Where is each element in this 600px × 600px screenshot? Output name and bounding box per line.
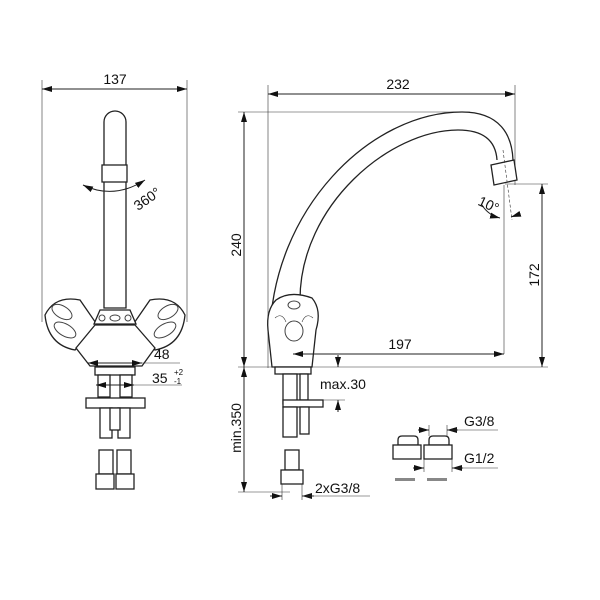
washer <box>427 478 447 481</box>
reach-dimension-label: 232 <box>386 76 410 92</box>
spout-ring <box>101 164 128 183</box>
left-shank <box>97 374 111 398</box>
hose-nut <box>280 469 304 485</box>
adapter-right <box>423 444 453 460</box>
outlet-thread-label: G1/2 <box>464 450 495 466</box>
hose-connector <box>116 449 132 475</box>
logo-boss <box>109 314 121 322</box>
outlet-angle-label: 10° <box>476 193 502 216</box>
hose-nut <box>95 473 115 490</box>
rod-nut <box>299 406 310 435</box>
aerator <box>490 159 518 186</box>
body-dimension-label: 48 <box>154 346 170 362</box>
rotation-label: 360° <box>131 184 164 214</box>
adapter-top <box>428 435 450 446</box>
handle-grip <box>51 303 73 321</box>
tolerance-minus: -1 <box>174 377 182 386</box>
spout-stem <box>103 110 127 309</box>
handle-outline <box>274 315 314 323</box>
valve-body <box>75 324 156 367</box>
front-view: 137 360° 48 35 +2 -1 <box>41 71 188 490</box>
hole-dimension-label: 35 <box>152 370 168 386</box>
side-view: 232 240 172 10° 197 <box>228 76 548 500</box>
min-length-label: min.350 <box>228 403 244 453</box>
outlet-reach-dimension-label: 197 <box>388 336 412 352</box>
width-dimension-label: 137 <box>103 71 127 87</box>
washer <box>395 478 415 481</box>
adapter-top <box>397 435 419 446</box>
hose-connector <box>284 449 300 471</box>
height-dimension-label: 240 <box>228 233 244 257</box>
tolerance-plus: +2 <box>174 368 184 377</box>
right-shank <box>119 374 133 398</box>
spout-inner <box>299 129 498 301</box>
rotation-arrow <box>82 179 146 193</box>
fixing-rod <box>109 407 121 431</box>
shank-collar <box>274 366 312 375</box>
tail <box>282 406 298 438</box>
angle-arrow <box>481 204 501 219</box>
handle-grip <box>153 321 177 339</box>
connection-label: 2xG3/8 <box>315 480 360 496</box>
mounting-plate <box>85 397 146 409</box>
hose-nut <box>115 473 135 490</box>
handle-grip <box>157 303 179 321</box>
inlet-thread-label: G3/8 <box>464 413 495 429</box>
shank-collar <box>94 366 136 376</box>
screw <box>124 314 132 322</box>
handle-grip <box>53 321 77 339</box>
adapters-detail: G3/8 G1/2 <box>392 413 498 481</box>
handle-side <box>284 320 304 342</box>
max-thickness-label: max.30 <box>320 376 366 392</box>
adapter-left <box>392 444 422 460</box>
screw <box>98 314 106 322</box>
mounting-plate <box>282 399 324 408</box>
hose-connector <box>98 449 114 475</box>
angle-arrow <box>510 210 522 218</box>
outlet-height-dimension-label: 172 <box>526 263 542 287</box>
fixing-rod <box>299 373 309 401</box>
flow-axis <box>502 149 513 221</box>
body-logo <box>287 300 301 310</box>
spout-outer <box>269 111 514 336</box>
